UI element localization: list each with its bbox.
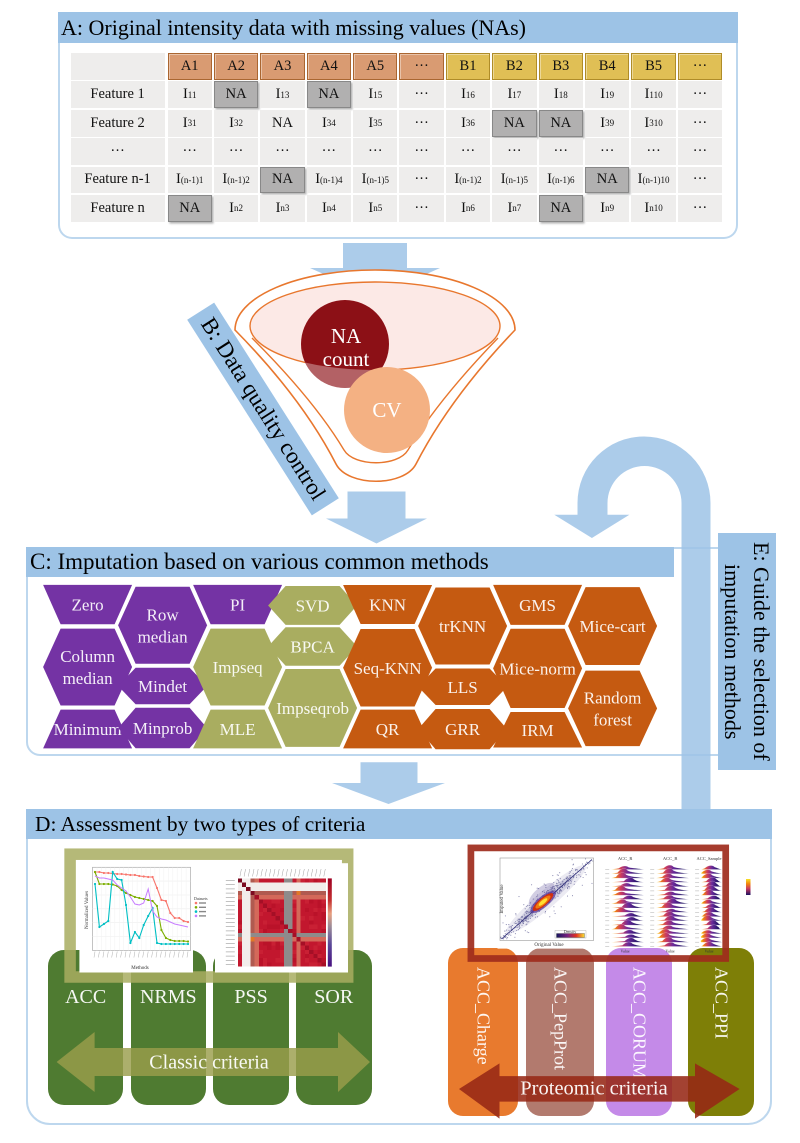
svg-text:Column: Column bbox=[60, 647, 115, 666]
svg-text:LLS: LLS bbox=[447, 678, 477, 697]
svg-text:Original Value: Original Value bbox=[534, 943, 564, 948]
svg-text:Row: Row bbox=[147, 605, 180, 624]
svg-text:Methods: Methods bbox=[131, 966, 149, 971]
svg-text:median: median bbox=[63, 669, 114, 688]
svg-text:Mice-norm: Mice-norm bbox=[499, 659, 575, 678]
svg-text:NA: NA bbox=[331, 324, 362, 348]
svg-text:Density: Density bbox=[564, 929, 576, 934]
svg-text:Zero: Zero bbox=[72, 596, 104, 615]
svg-text:QR: QR bbox=[376, 720, 400, 739]
svg-text:median: median bbox=[138, 627, 189, 646]
svg-text:GMS: GMS bbox=[519, 596, 556, 615]
svg-text:ACC_R: ACC_R bbox=[618, 856, 633, 861]
svg-text:ACC_B: ACC_B bbox=[663, 856, 678, 861]
svg-text:Mice-cart: Mice-cart bbox=[580, 617, 646, 636]
svg-text:Datasets: Datasets bbox=[194, 896, 208, 901]
svg-text:ACC_Sample: ACC_Sample bbox=[696, 856, 721, 861]
svg-text:forest: forest bbox=[593, 710, 632, 729]
svg-text:MLE: MLE bbox=[220, 720, 256, 739]
svg-text:count: count bbox=[323, 347, 370, 371]
svg-text:Value: Value bbox=[621, 949, 630, 954]
svg-text:Mindet: Mindet bbox=[138, 677, 187, 696]
svg-text:GRR: GRR bbox=[445, 720, 481, 739]
svg-text:Value: Value bbox=[704, 949, 713, 954]
svg-text:CV: CV bbox=[372, 398, 401, 422]
svg-text:Value: Value bbox=[666, 949, 675, 954]
svg-text:Minprob: Minprob bbox=[133, 719, 193, 738]
svg-text:SVD: SVD bbox=[296, 597, 330, 616]
svg-text:Classic criteria: Classic criteria bbox=[149, 1052, 269, 1074]
svg-text:KNN: KNN bbox=[369, 596, 406, 615]
svg-text:Random: Random bbox=[584, 688, 642, 707]
svg-text:Normalized Values: Normalized Values bbox=[85, 891, 90, 929]
svg-text:Impseqrob: Impseqrob bbox=[276, 699, 349, 718]
svg-text:IRM: IRM bbox=[522, 721, 554, 740]
svg-text:Minimum: Minimum bbox=[54, 720, 122, 739]
svg-text:trKNN: trKNN bbox=[439, 617, 486, 636]
svg-text:BPCA: BPCA bbox=[290, 638, 335, 657]
svg-text:Seq-KNN: Seq-KNN bbox=[354, 659, 422, 678]
svg-text:Imputed Value: Imputed Value bbox=[500, 884, 505, 914]
svg-text:Impseq: Impseq bbox=[213, 658, 264, 677]
svg-text:Proteomic criteria: Proteomic criteria bbox=[520, 1078, 667, 1100]
svg-text:PI: PI bbox=[230, 596, 245, 615]
